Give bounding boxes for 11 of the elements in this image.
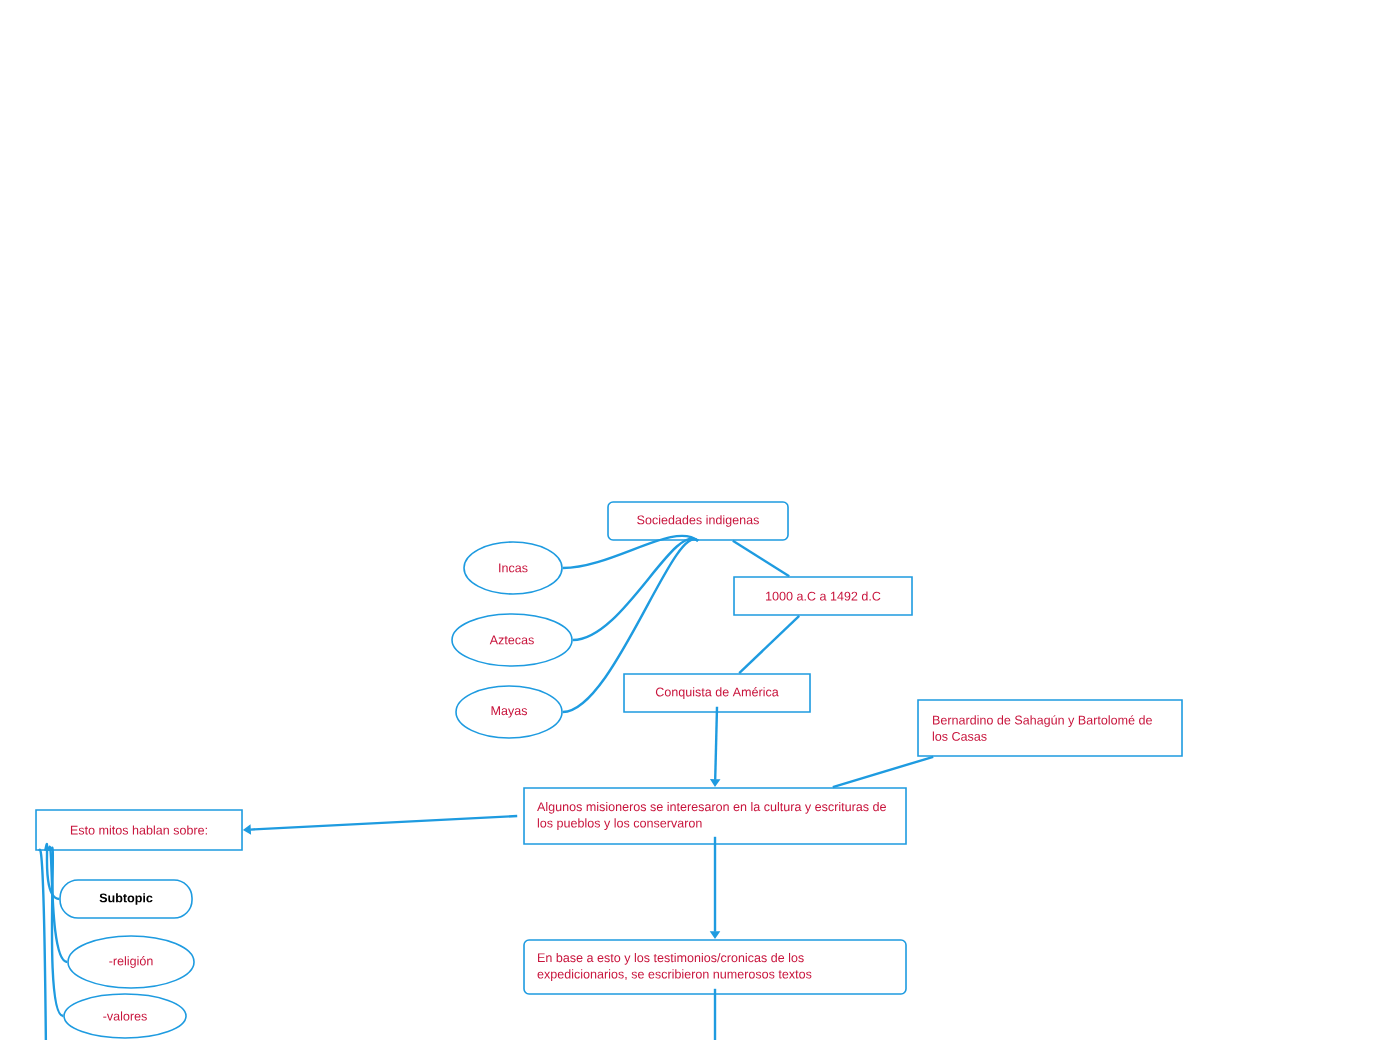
connector — [562, 538, 699, 714]
connector — [732, 539, 790, 578]
connector — [572, 537, 699, 642]
connector — [44, 844, 60, 901]
connector — [832, 755, 934, 789]
connector — [50, 847, 64, 1017]
connector — [47, 846, 68, 963]
connector — [562, 534, 699, 570]
connector — [713, 988, 717, 1040]
connector — [738, 614, 801, 675]
connector — [38, 850, 48, 1040]
